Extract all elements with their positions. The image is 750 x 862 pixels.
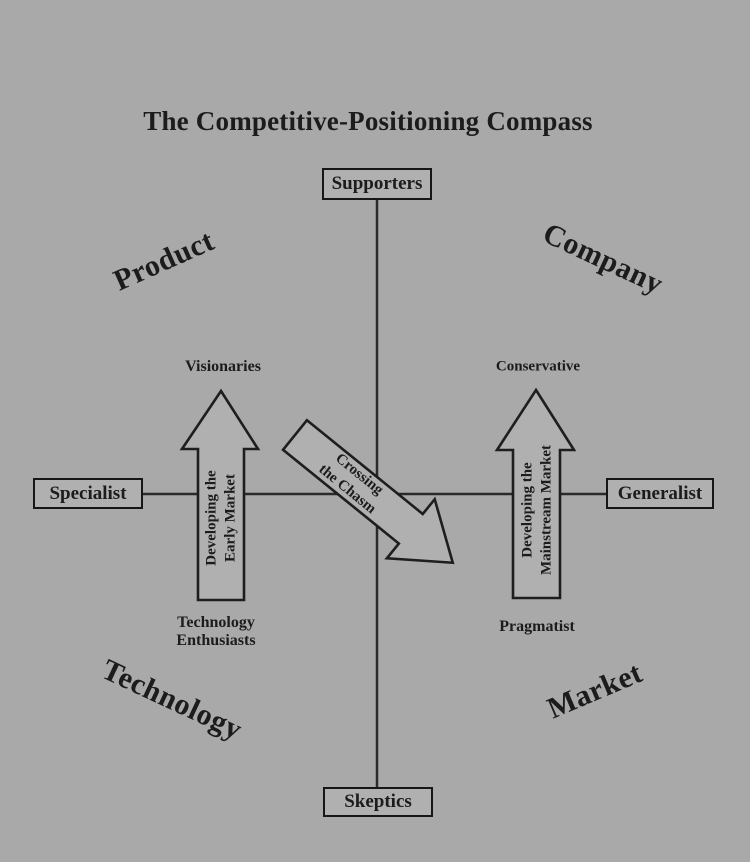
skeptics-box: Skeptics — [323, 787, 433, 817]
pragmatist-label: Pragmatist — [499, 618, 575, 636]
crossing-the-chasm-arrow — [281, 418, 455, 565]
conservative-label: Conservative — [495, 358, 581, 375]
visionaries-label: Visionaries — [185, 358, 261, 376]
supporters-box: Supporters — [322, 168, 432, 200]
diagram-title: The Competitive-Positioning Compass — [143, 106, 593, 136]
early-market-arrow — [179, 388, 261, 602]
specialist-box: Specialist — [33, 478, 143, 509]
mainstream-market-arrow — [494, 387, 577, 600]
mainstream-market-arrow-label: Developing the Mainstream Market — [519, 444, 554, 576]
technology-enthusiasts-label: Technology Enthusiasts — [176, 614, 256, 649]
early-market-arrow-label: Developing the Early Market — [203, 470, 238, 566]
generalist-box: Generalist — [606, 478, 714, 509]
